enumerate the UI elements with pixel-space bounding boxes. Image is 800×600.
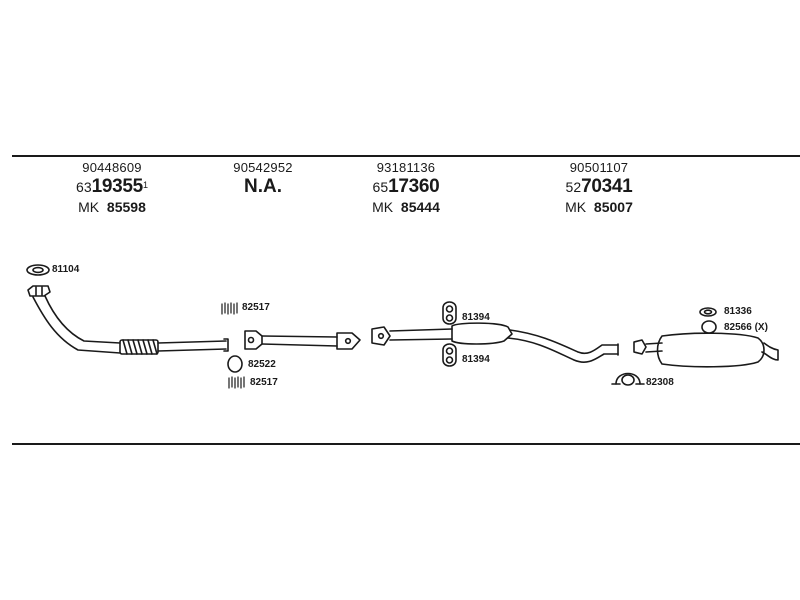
callout-82522: 82522 <box>248 359 276 370</box>
part-column-intermediate-pipe: 90542952 N.A. <box>188 160 338 216</box>
gasket-81104-icon <box>26 264 50 276</box>
hanger-81394-bottom-icon <box>442 343 457 367</box>
callout-81336: 81336 <box>724 306 752 317</box>
callout-81394-top: 81394 <box>462 312 490 323</box>
gasket-82566-icon <box>701 320 717 334</box>
callout-82308: 82308 <box>646 377 674 388</box>
part-column-front-pipe: 90448609 63193551 MK 85598 <box>37 160 187 216</box>
bolt-set-82517-bottom-icon <box>228 376 245 389</box>
callout-82517-top: 82517 <box>242 302 270 313</box>
front-pipe-icon <box>27 285 229 355</box>
bolt-set-82517-top-icon <box>221 302 238 315</box>
mk-number: MK 85598 <box>78 199 146 215</box>
part-number: N.A. <box>244 176 282 197</box>
ring-81336-icon <box>699 307 717 317</box>
rear-silencer-icon <box>633 332 779 368</box>
oe-number: 90542952 <box>233 160 293 175</box>
mk-number: MK 85444 <box>372 199 440 215</box>
part-number: 6517360 <box>372 176 440 197</box>
callout-81104: 81104 <box>52 264 80 275</box>
oe-number: 90448609 <box>82 160 142 175</box>
callout-81394-bottom: 81394 <box>462 354 490 365</box>
part-footnote: 1 <box>142 180 148 190</box>
part-number: 63193551 <box>76 176 148 197</box>
middle-silencer-icon <box>371 322 619 363</box>
part-column-middle-silencer: 93181136 6517360 MK 85444 <box>331 160 481 216</box>
gasket-82522-icon <box>227 355 243 373</box>
intermediate-pipe-icon <box>244 330 361 350</box>
oe-number: 93181136 <box>376 160 436 175</box>
hanger-81394-top-icon <box>442 301 457 325</box>
clamp-82308-icon <box>611 372 645 386</box>
oe-number: 90501107 <box>569 160 629 175</box>
callout-82566: 82566 (X) <box>724 322 768 333</box>
part-column-rear-silencer: 90501107 5270341 MK 85007 <box>524 160 674 216</box>
top-rule <box>12 155 800 157</box>
mk-number: MK 85007 <box>565 199 633 215</box>
bottom-rule <box>12 443 800 445</box>
part-number: 5270341 <box>565 176 633 197</box>
callout-82517-bottom: 82517 <box>250 377 278 388</box>
